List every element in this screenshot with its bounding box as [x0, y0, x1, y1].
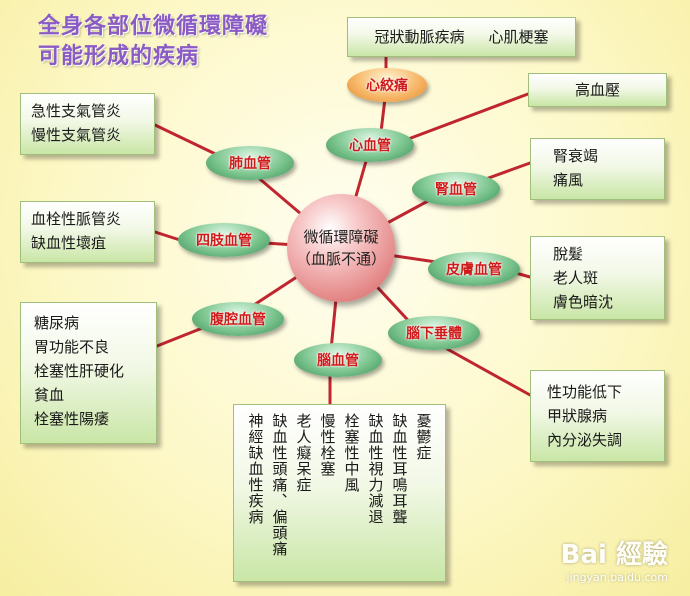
node-pituitary: 腦下垂體 [388, 316, 480, 350]
box-brain-item-1: 憂鬱症 [414, 413, 433, 461]
line-heart-hypertension [393, 92, 530, 146]
box-pituitary-item-1: 性功能低下 [547, 383, 623, 401]
box-abdomen-item-4: 貧血 [34, 386, 65, 404]
line-limbs-box [153, 230, 182, 242]
title-line-2: 可能形成的疾病 [38, 44, 200, 69]
box-coronary-item-1: 冠狀動脈疾病 [374, 28, 465, 46]
center-bubble: 微循環障礙 （血脈不通） [287, 194, 395, 302]
node-lung: 肺血管 [206, 146, 294, 180]
box-brain-item-5: 慢性栓塞 [318, 413, 337, 477]
box-hypertension: 高血壓 [528, 73, 667, 107]
node-brain: 腦血管 [294, 343, 382, 377]
box-kidney-item-2: 痛風 [553, 171, 584, 189]
box-kidney-item-1: 腎衰竭 [553, 147, 599, 165]
node-kidney: 腎血管 [412, 172, 500, 206]
box-limbs: 血栓性脈管炎 缺血性壞疽 [20, 201, 155, 263]
box-abdomen-item-1: 糖尿病 [34, 314, 80, 332]
box-skin-item-3: 膚色暗沈 [553, 293, 614, 311]
node-limbs: 四肢血管 [178, 223, 270, 257]
box-abdomen-item-3: 栓塞性肝硬化 [34, 362, 125, 380]
box-bronchitis: 急性支氣管炎 慢性支氣管炎 [20, 93, 155, 155]
box-brain-item-7: 缺血性頭痛、偏頭痛 [270, 413, 289, 557]
box-brain-item-3: 缺血性視力減退 [366, 413, 385, 525]
box-skin-item-1: 脫髮 [553, 245, 584, 263]
node-angina: 心絞痛 [347, 68, 427, 102]
watermark: Bai 經驗 jingyan.baidu.com [561, 534, 668, 584]
box-coronary: 冠狀動脈疾病 心肌梗塞 [347, 17, 576, 57]
center-line-1: 微循環障礙 [303, 228, 379, 246]
center-line-2: （血脈不通） [295, 250, 386, 268]
box-limbs-item-2: 缺血性壞疽 [31, 234, 107, 252]
line-pituitary-box [438, 343, 532, 397]
node-skin: 皮膚血管 [428, 252, 520, 286]
node-heart: 心血管 [326, 128, 414, 162]
box-brain-item-4: 栓塞性中風 [342, 413, 361, 493]
box-skin-item-2: 老人斑 [553, 269, 599, 287]
box-brain-item-6: 老人癡呆症 [294, 413, 313, 493]
box-brain-item-8: 神經缺血性疾病 [246, 413, 265, 525]
watermark-logo: Bai 經驗 [560, 540, 668, 570]
box-coronary-item-2: 心肌梗塞 [488, 28, 549, 46]
title-line-1: 全身各部位微循環障礙 [38, 14, 269, 39]
box-abdomen-item-5: 栓塞性陽痿 [34, 410, 110, 428]
watermark-url: jingyan.baidu.com [566, 571, 668, 584]
box-limbs-item-1: 血栓性脈管炎 [31, 210, 122, 228]
node-abdomen: 腹腔血管 [192, 302, 284, 336]
box-abdomen: 糖尿病 胃功能不良 栓塞性肝硬化 貧血 栓塞性陽痿 [20, 302, 157, 444]
box-bronchitis-item-2: 慢性支氣管炎 [31, 126, 122, 144]
box-bronchitis-item-1: 急性支氣管炎 [31, 102, 122, 120]
box-skin: 脫髮 老人斑 膚色暗沈 [530, 236, 665, 320]
box-pituitary-item-2: 甲狀腺病 [547, 407, 608, 425]
diagram-title: 全身各部位微循環障礙 可能形成的疾病 [38, 12, 268, 72]
box-pituitary: 性功能低下 甲狀腺病 內分泌失調 [530, 370, 665, 462]
box-brain: 憂鬱症 缺血性耳鳴耳聾 缺血性視力減退 栓塞性中風 慢性栓塞 老人癡呆症 缺血性… [233, 404, 446, 582]
box-brain-item-2: 缺血性耳鳴耳聾 [390, 413, 409, 525]
box-hypertension-item-1: 高血壓 [574, 81, 620, 99]
box-kidney: 腎衰竭 痛風 [530, 138, 665, 200]
box-abdomen-item-2: 胃功能不良 [34, 338, 110, 356]
box-pituitary-item-3: 內分泌失調 [547, 431, 623, 449]
